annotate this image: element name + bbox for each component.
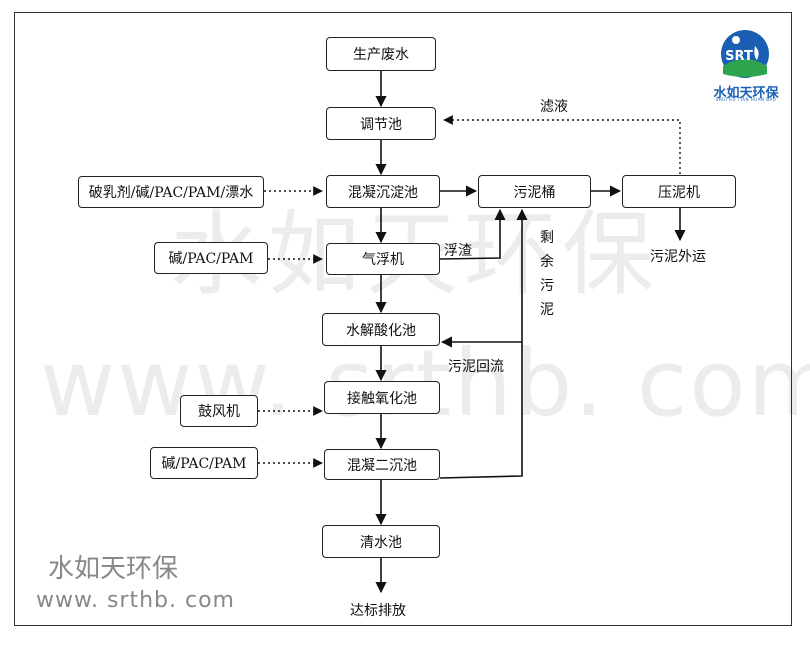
logo-wave-icon (723, 59, 767, 77)
label-scum: 浮渣 (444, 243, 472, 259)
node-sludge-bucket: 污泥桶 (478, 175, 591, 208)
label-excess-sludge: 剩 余 污 泥 (540, 230, 554, 318)
node-production-wastewater: 生产废水 (326, 37, 436, 71)
node-regulating-tank: 调节池 (326, 107, 436, 140)
arrow-scum-to-bucket (439, 208, 506, 260)
watermark-brand-small: 水如天环保 (48, 554, 179, 584)
node-blower: 鼓风机 (180, 395, 258, 427)
label-sludge-return: 污泥回流 (448, 359, 504, 375)
logo-sun-icon (732, 36, 740, 44)
node-chem-flotation: 碱/PAC/PAM (154, 242, 268, 274)
node-coag-secondary-sedimentation: 混凝二沉池 (324, 449, 440, 480)
logo-badge-text: SRT (725, 49, 753, 64)
diagram-frame (14, 12, 792, 626)
node-contact-oxidation: 接触氧化池 (324, 381, 440, 414)
node-coag-sedimentation: 混凝沉淀池 (326, 175, 440, 208)
node-hydrolysis-acidification: 水解酸化池 (322, 313, 440, 346)
label-filtrate: 滤液 (540, 99, 568, 115)
node-chem-secondary: 碱/PAC/PAM (150, 447, 258, 479)
node-filter-press: 压泥机 (622, 175, 736, 208)
node-clear-water-tank: 清水池 (322, 525, 440, 558)
company-logo: SRT (721, 30, 769, 78)
node-chem-coag: 破乳剂/碱/PAC/PAM/漂水 (78, 176, 264, 208)
label-sludge-out: 污泥外运 (650, 249, 706, 265)
node-air-flotation: 气浮机 (326, 243, 440, 275)
logo-drop-icon (754, 46, 759, 60)
logo-name: 水如天环保 (713, 86, 779, 101)
logo-pinyin: SHUI RU TIAN HUAN BAO (715, 97, 777, 102)
arrow-excess-sludge-to-bucket (439, 208, 528, 479)
label-discharge: 达标排放 (350, 603, 406, 619)
watermark-url-small: www. srthb. com (36, 588, 235, 613)
arrow-filtrate-return (443, 115, 681, 174)
